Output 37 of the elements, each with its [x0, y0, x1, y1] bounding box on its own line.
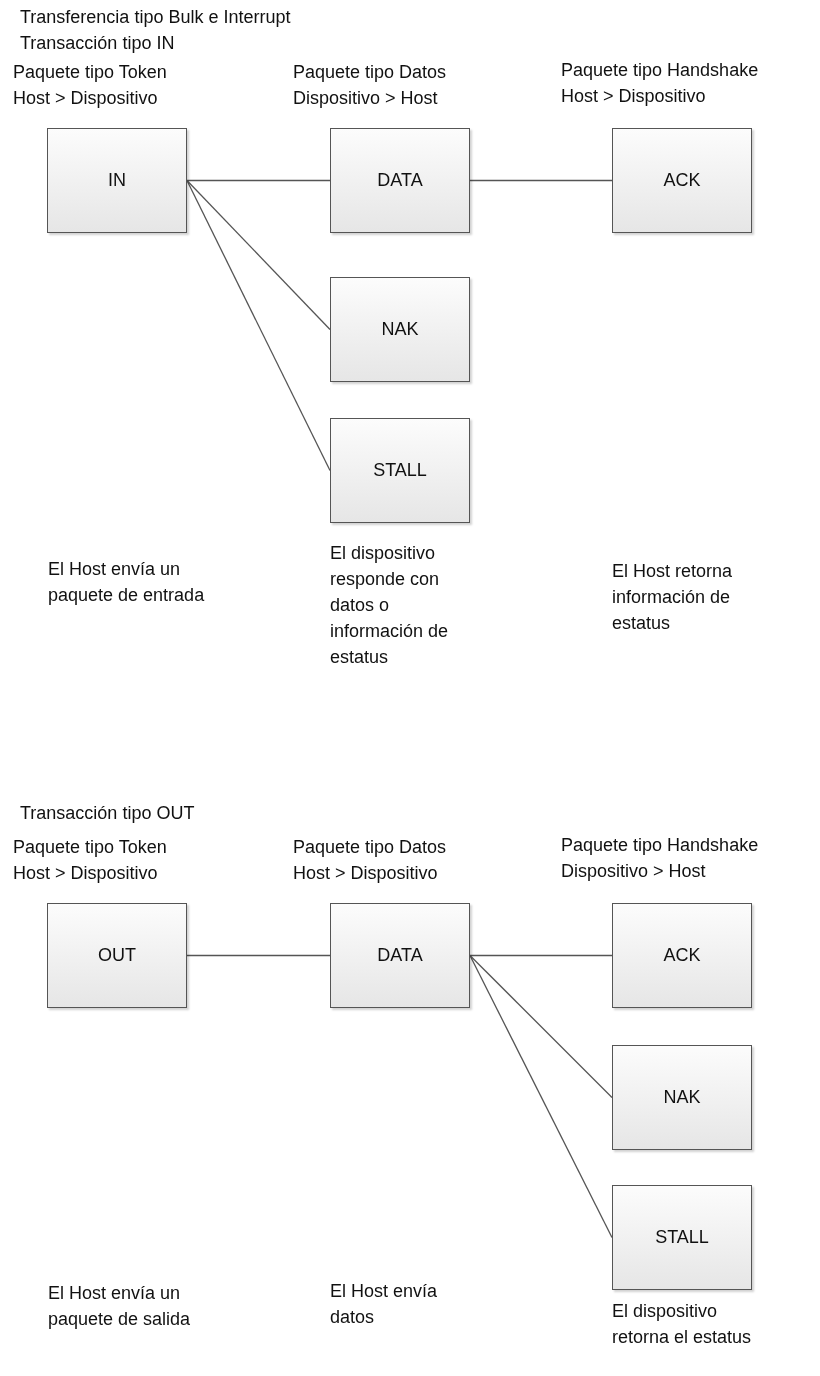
connector-line — [186, 179, 331, 472]
packet-heading: Paquete tipo Token Host > Dispositivo — [13, 61, 168, 110]
packet-name: NAK — [663, 1087, 701, 1108]
connector-line — [469, 179, 613, 182]
packet-name: STALL — [373, 460, 427, 481]
description-text: El dispositivo retorna el estatus — [612, 1300, 753, 1349]
packet-heading: Paquete tipo Datos Host > Dispositivo — [293, 836, 448, 885]
packet-box — [330, 418, 470, 523]
packet-box — [612, 1045, 752, 1150]
connector-line — [186, 179, 331, 182]
connector-line — [469, 954, 613, 1239]
description-text: El Host envía datos — [330, 1280, 439, 1329]
packet-heading: Paquete tipo Datos Dispositivo > Host — [293, 61, 448, 110]
packet-name: OUT — [98, 945, 136, 966]
packet-name: ACK — [663, 170, 701, 191]
packet-heading: Paquete tipo Token Host > Dispositivo — [13, 836, 168, 885]
description-text: El Host retorna información de estatus — [612, 560, 734, 635]
connector-line — [186, 954, 331, 957]
packet-name: STALL — [655, 1227, 709, 1248]
description-text: El dispositivo responde con datos o información de estatus — [330, 542, 450, 669]
packet-name: DATA — [377, 945, 423, 966]
packet-box — [612, 1185, 752, 1290]
description-text: El Host envía un paquete de salida — [48, 1282, 192, 1331]
packet-heading: Paquete tipo Handshake Host > Dispositivo — [561, 59, 760, 108]
packet-name: DATA — [377, 170, 423, 191]
packet-name: NAK — [381, 319, 419, 340]
packet-box — [330, 277, 470, 382]
section-heading: Transacción tipo OUT — [20, 802, 196, 825]
packet-heading: Paquete tipo Handshake Dispositivo > Host — [561, 834, 760, 883]
description-text: El Host envía un paquete de entrada — [48, 558, 206, 607]
section-heading: Transacción tipo IN — [20, 32, 176, 55]
packet-name: IN — [108, 170, 126, 191]
packet-name: ACK — [663, 945, 701, 966]
diagram-title: Transferencia tipo Bulk e Interrupt — [20, 6, 291, 29]
connector-line — [469, 954, 613, 957]
connector-line — [186, 179, 331, 331]
connector-line — [469, 954, 613, 1099]
